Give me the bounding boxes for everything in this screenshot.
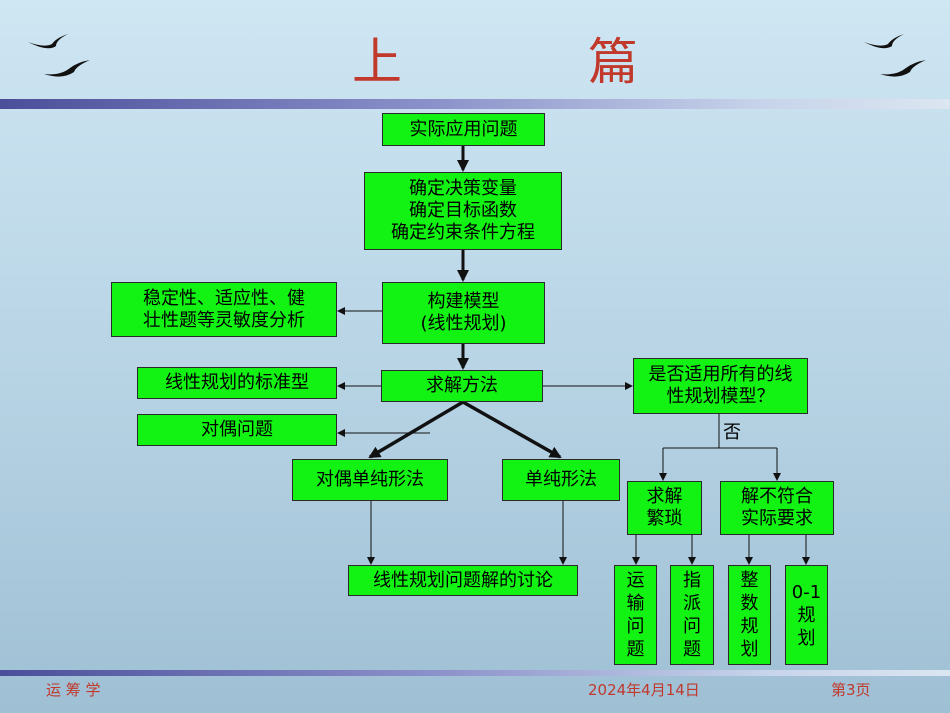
node-simplex: 单纯形法 [502,459,620,501]
node-not-meet-requirements: 解不符合 实际要求 [720,481,834,535]
node-integer-programming: 整 数 规 划 [728,565,771,665]
bird-icon-right [864,34,926,77]
footer-page-number: 第3页 [831,681,871,699]
node-assignment-problem: 指 派 问 题 [670,565,714,665]
node-dual-simplex: 对偶单纯形法 [292,459,448,501]
node-solve-method: 求解方法 [381,370,543,402]
title-left-char: 上 [352,33,402,91]
footer-divider-bar [0,670,950,676]
footer-subject: 运 筹 学 [46,681,101,699]
no-label: 否 [723,422,741,443]
title-right-char: 篇 [588,33,638,91]
node-dual-problem: 对偶问题 [137,414,337,446]
node-complex-solving: 求解 繁琐 [627,481,702,535]
node-practical-problem: 实际应用问题 [382,113,545,146]
node-zero-one-programming: 0-1 规 划 [785,565,828,665]
node-build-model: 构建模型 (线性规划) [382,282,545,344]
node-sensitivity-analysis: 稳定性、适应性、健 壮性题等灵敏度分析 [111,282,337,337]
node-transport-problem: 运 输 问 题 [614,565,657,665]
node-standard-form: 线性规划的标准型 [137,367,337,399]
footer-date: 2024年4月14日 [588,681,700,699]
node-applicability-question: 是否适用所有的线 性规划模型？ [633,358,808,414]
node-define-steps: 确定决策变量 确定目标函数 确定约束条件方程 [364,172,562,250]
node-solution-discussion: 线性规划问题解的讨论 [348,565,578,596]
bird-icon-left [28,34,90,77]
header-divider-bar [0,99,950,109]
